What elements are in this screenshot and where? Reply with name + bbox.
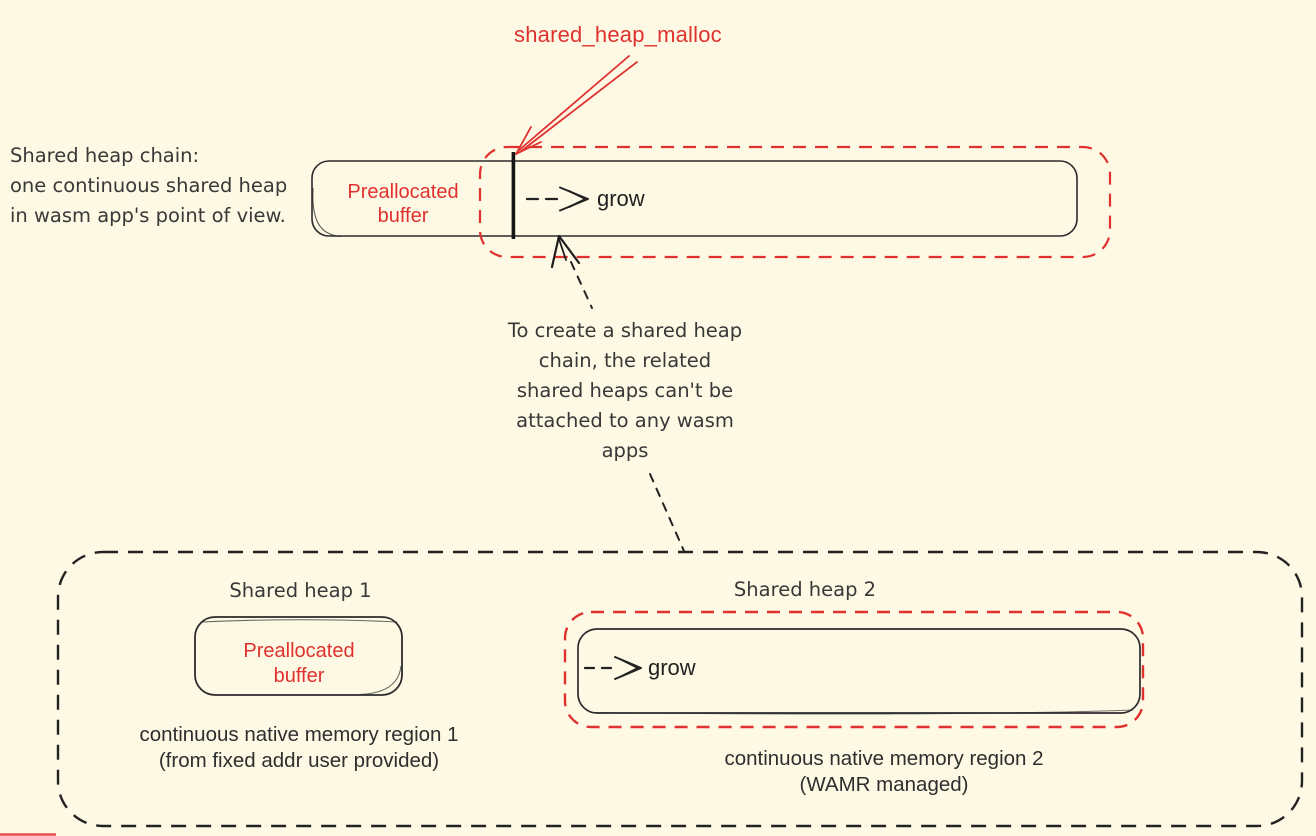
heap-chain-note-line: Shared heap chain: — [10, 144, 200, 167]
heap-chain-bar — [311, 160, 1078, 237]
shared-heap2-box — [577, 628, 1141, 714]
memory-region2-caption-line: (WAMR managed) — [799, 773, 969, 796]
memory-region2-caption: continuous native memory region 2 (WAMR … — [698, 746, 1070, 798]
memory-region2-caption-line: continuous native memory region 2 — [724, 747, 1044, 770]
unattached-heaps-container-dashed-outline — [56, 550, 1304, 828]
shared-heap2-box-sketch-echo — [589, 709, 1134, 715]
preallocated-buffer-label-line: Preallocated — [243, 640, 355, 662]
malloc-arrow-icon — [515, 55, 638, 155]
shared-heap2-dashed-outline — [563, 610, 1145, 729]
preallocated-buffer-label-line: Preallocated — [347, 181, 459, 203]
chain-constraint-note-line: chain, the related — [538, 349, 712, 372]
malloc-function-label: shared_heap_malloc — [514, 22, 722, 47]
preallocated-buffer-label-heap1: Preallocated buffer — [215, 639, 383, 689]
shared-heap1-box — [194, 616, 403, 696]
heap-chain-bar-sketch-echo — [312, 187, 342, 238]
chain-constraint-note-line: To create a shared heap — [507, 319, 743, 342]
chain-constraint-note-line: shared heaps can't be — [516, 379, 734, 402]
grow-arrow-icon-heap2 — [583, 656, 642, 680]
connector-dashed-line-upper — [570, 261, 593, 309]
chain-constraint-note-line: apps — [601, 439, 649, 462]
connector-dashed-line-lower — [649, 473, 685, 552]
malloc-position-tick — [511, 152, 516, 239]
pointer-arrow-icon — [550, 234, 581, 269]
grow-label: grow — [597, 186, 645, 211]
shared-heap1-box-sketch-echo-corner — [359, 665, 402, 696]
memory-region1-caption-line: continuous native memory region 1 — [139, 723, 459, 746]
heap-chain-note: Shared heap chain: one continuous shared… — [10, 141, 287, 231]
memory-region1-caption: continuous native memory region 1 (from … — [110, 722, 488, 774]
preallocated-buffer-label: Preallocated buffer — [320, 180, 486, 228]
preallocated-buffer-label-line: buffer — [377, 205, 429, 227]
shared-heap1-box-sketch-echo-top — [201, 619, 398, 623]
shared-heap2-title: Shared heap 2 — [733, 578, 877, 601]
growable-region-dashed-outline — [478, 145, 1112, 259]
memory-region1-caption-line: (from fixed addr user provided) — [158, 749, 440, 772]
grow-label-heap2: grow — [648, 655, 696, 680]
chain-constraint-note: To create a shared heap chain, the relat… — [494, 316, 756, 466]
heap-chain-note-line: one continuous shared heap — [10, 174, 288, 197]
grow-arrow-icon — [525, 186, 589, 212]
preallocated-buffer-label-line: buffer — [273, 665, 325, 687]
heap-chain-note-line: in wasm app's point of view. — [10, 204, 286, 227]
chain-constraint-note-line: attached to any wasm — [516, 409, 734, 432]
shared-heap1-title: Shared heap 1 — [229, 579, 372, 602]
